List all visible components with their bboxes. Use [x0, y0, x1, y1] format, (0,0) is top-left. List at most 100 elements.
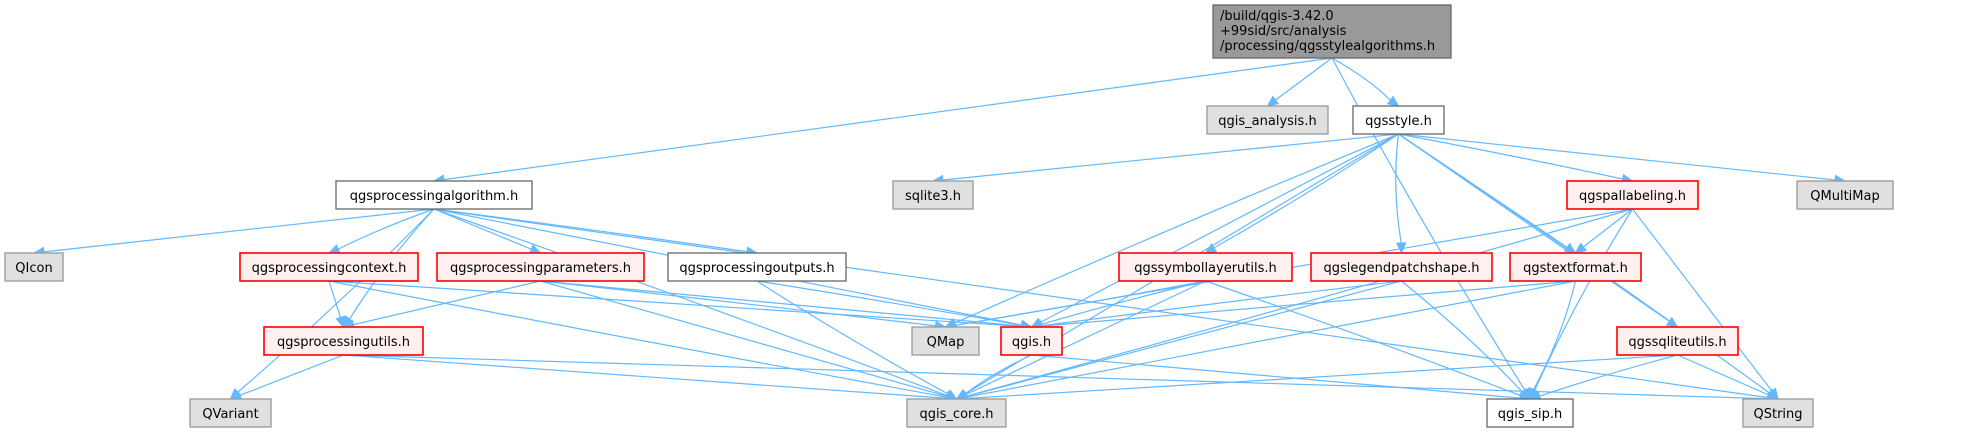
node-qgis_analysis[interactable]: qgis_analysis.h: [1206, 105, 1329, 135]
node-label: qgsprocessingcontext.h: [252, 261, 407, 276]
node-box: [1616, 326, 1739, 356]
node-box: [1206, 105, 1329, 135]
edge-line: [1677, 354, 1770, 396]
edge-root-to-qgis_analysis: [1266, 57, 1333, 107]
edge-line: [955, 280, 1206, 326]
edge-line: [540, 280, 936, 327]
node-box: [892, 180, 974, 210]
edge-line: [942, 133, 1399, 181]
edge-line: [328, 280, 947, 398]
node-label: sqlite3.h: [905, 189, 961, 204]
node-root[interactable]: /build/qgis-3.42.0+99sid/src/analysis/pr…: [1212, 4, 1452, 59]
node-QIcon[interactable]: QIcon: [4, 252, 64, 282]
edge-qgsprocessingcontext-to-qgsprocessingutils: [328, 280, 346, 329]
node-label: QMap: [927, 335, 965, 350]
node-QVariant[interactable]: QVariant: [189, 398, 272, 428]
node-label: qgstextformat.h: [1523, 261, 1628, 276]
node-qgstextformat[interactable]: qgstextformat.h: [1509, 252, 1642, 282]
node-label: qgis_analysis.h: [1218, 114, 1316, 129]
edge-qgsprocessingutils-to-qgis_core: [343, 354, 958, 404]
edge-line: [964, 354, 1032, 395]
node-box: [436, 252, 645, 282]
arrowhead-icon: [335, 315, 346, 329]
node-box: [1310, 252, 1493, 282]
edge-qgstextformat-to-qgis_sip: [1528, 280, 1577, 401]
node-QString[interactable]: QString: [1742, 398, 1814, 428]
node-qgsprocessingalgorithm[interactable]: qgsprocessingalgorithm.h: [335, 180, 533, 210]
node-qgsstyle[interactable]: qgsstyle.h: [1352, 105, 1445, 135]
edge-line: [966, 280, 1402, 398]
edge-line: [343, 354, 1769, 400]
edge-line: [237, 208, 435, 393]
edge-line: [1331, 57, 1391, 101]
edge-line: [1583, 208, 1633, 248]
node-qgsprocessingoutputs[interactable]: qgsprocessingoutputs.h: [667, 252, 847, 282]
edge-qgslegendpatchshape-to-qgis_sip: [1401, 280, 1531, 400]
node-box: [911, 326, 980, 356]
edge-qgsstyle-to-sqlite3: [931, 133, 1399, 186]
edges-layer: [32, 57, 1847, 404]
edge-line: [1275, 57, 1333, 101]
node-box: [1000, 326, 1063, 356]
edge-qgsprocessingparameters-to-QMap: [540, 280, 947, 332]
edge-qgsprocessingparameters-to-qgis: [540, 280, 1033, 332]
edge-line: [1533, 280, 1577, 390]
node-label: qgis_sip.h: [1498, 407, 1562, 422]
edge-line: [1632, 208, 1773, 392]
edge-line: [756, 280, 1022, 326]
node-qgssymbollayerutils[interactable]: qgssymbollayerutils.h: [1118, 252, 1293, 282]
node-label: qgsstyle.h: [1365, 114, 1432, 129]
arrowhead-icon: [1266, 95, 1280, 107]
edge-qgsstyle-to-qgis: [1030, 133, 1399, 328]
node-qgis[interactable]: qgis.h: [1000, 326, 1063, 356]
edge-qgssqliteutils-to-qgis_sip: [1528, 354, 1678, 402]
edge-line: [1041, 280, 1576, 327]
node-sqlite3[interactable]: sqlite3.h: [892, 180, 974, 210]
node-qgsprocessingutils[interactable]: qgsprocessingutils.h: [263, 326, 424, 356]
edge-qgsstyle-to-QMultiMap: [1398, 133, 1847, 186]
node-label: QIcon: [15, 261, 52, 276]
node-qgis_sip[interactable]: qgis_sip.h: [1486, 398, 1574, 428]
edge-qgsprocessingparameters-to-qgis_core: [540, 280, 958, 402]
edge-line: [756, 280, 949, 395]
edge-line: [328, 280, 1022, 327]
node-box: [1352, 105, 1445, 135]
edge-line: [1398, 133, 1836, 181]
node-label: QMultiMap: [1810, 189, 1879, 204]
edge-qgsprocessingalgorithm-to-qgsprocessingcontext: [327, 208, 435, 254]
node-box: [1212, 4, 1452, 59]
node-QMultiMap[interactable]: QMultiMap: [1796, 180, 1894, 210]
node-qgspallabeling[interactable]: qgspallabeling.h: [1566, 180, 1699, 210]
node-box: [1118, 252, 1293, 282]
node-QMap[interactable]: QMap: [911, 326, 980, 356]
edge-line: [239, 354, 344, 396]
node-box: [1742, 398, 1814, 428]
edge-line: [443, 57, 1333, 181]
edge-qgspallabeling-to-QString: [1632, 208, 1779, 400]
edge-qgstextformat-to-qgis: [1030, 280, 1576, 332]
node-label: qgssqliteutils.h: [1628, 335, 1726, 350]
edge-line: [540, 280, 1022, 327]
node-qgslegendpatchshape[interactable]: qgslegendpatchshape.h: [1310, 252, 1493, 282]
edge-line: [1395, 133, 1402, 244]
node-qgsprocessingparameters[interactable]: qgsprocessingparameters.h: [436, 252, 645, 282]
node-label: qgspallabeling.h: [1579, 189, 1686, 204]
edge-line: [328, 280, 342, 318]
edge-line: [1331, 57, 1526, 391]
edge-line: [1401, 280, 1524, 393]
node-box: [263, 326, 424, 356]
node-box: [906, 398, 1007, 428]
node-label: qgis_core.h: [920, 407, 994, 422]
edge-line: [343, 354, 947, 399]
node-qgsprocessingcontext[interactable]: qgsprocessingcontext.h: [239, 252, 419, 282]
node-qgssqliteutils[interactable]: qgssqliteutils.h: [1616, 326, 1739, 356]
node-label: qgsprocessingparameters.h: [450, 261, 631, 276]
node-label: qgslegendpatchshape.h: [1324, 261, 1480, 276]
arrowhead-icon: [1386, 95, 1400, 107]
node-box: [1509, 252, 1642, 282]
node-label: qgssymbollayerutils.h: [1134, 261, 1277, 276]
node-qgis_core[interactable]: qgis_core.h: [906, 398, 1007, 428]
edge-qgsstyle-to-qgssqliteutils: [1398, 133, 1679, 328]
arrowhead-icon: [327, 244, 341, 254]
